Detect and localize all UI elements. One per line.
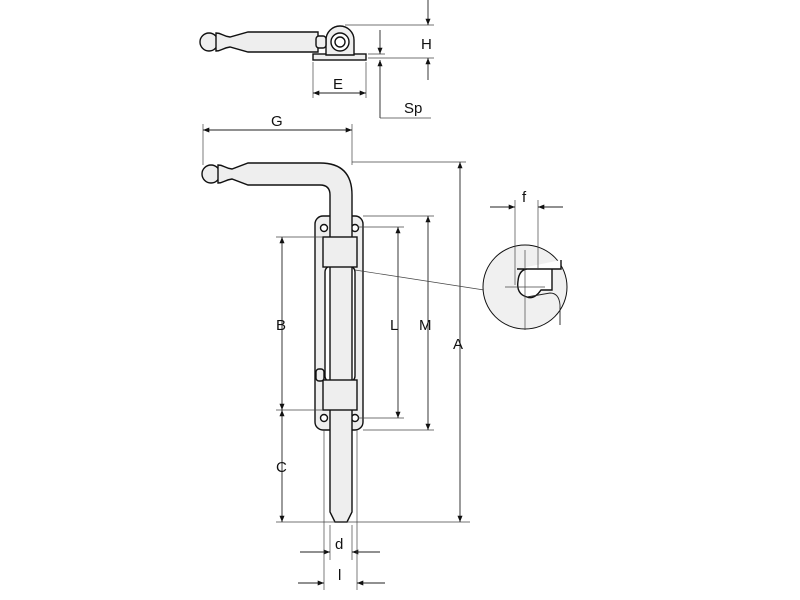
dim-label-A: A [453,336,463,353]
dim-label-f: f [522,189,527,206]
dim-label-M: M [419,317,432,334]
top-view: H E Sp [199,0,434,119]
detail-view: f [354,189,568,330]
dim-label-C: C [276,459,287,476]
stop-pin [315,368,325,382]
sleeve-bottom [322,379,358,411]
dim-label-B: B [276,317,286,334]
dim-label-L: L [390,317,398,334]
dim-label-Sp: Sp [404,100,422,117]
front-view: G B C L M A d [201,113,470,590]
roller-hub [334,36,346,48]
handle-grip [215,31,319,53]
dim-label-d: d [335,536,343,553]
dim-label-l: l [338,567,341,584]
knob-screw [315,35,327,49]
sleeve-top [322,236,358,268]
dim-label-G: G [271,113,283,130]
leader-line [354,269,485,291]
dim-label-H: H [421,36,432,53]
dim-label-E: E [333,76,343,93]
